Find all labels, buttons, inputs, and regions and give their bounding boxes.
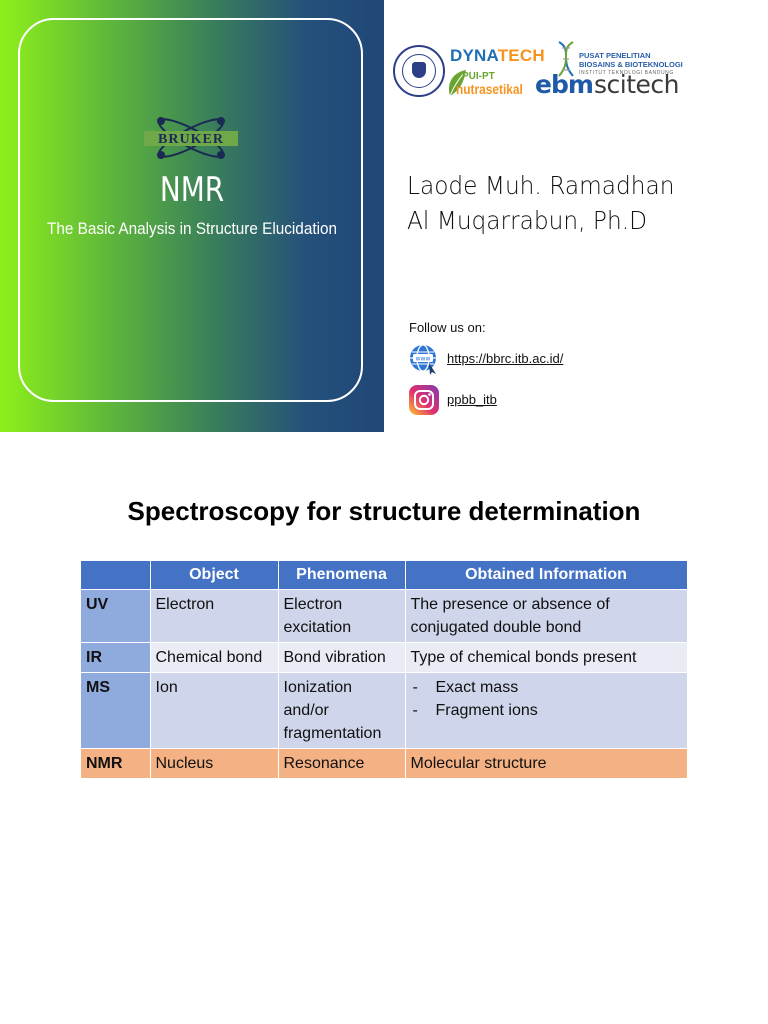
author-line1: Laode Muh. Ramadhan xyxy=(407,171,675,200)
scitech-logo-text: scitech xyxy=(594,70,680,99)
method-cell: NMR xyxy=(81,748,151,778)
ebm-logo-text: ebm xyxy=(535,70,594,99)
object-cell: Ion xyxy=(150,672,279,749)
pusat-line1: PUSAT PENELITIAN xyxy=(579,51,651,60)
web-globe-icon: www xyxy=(410,344,436,375)
table-header-row: Object Phenomena Obtained Information xyxy=(81,561,688,590)
author-line2: Al Muqarrabun, Ph.D xyxy=(407,206,647,235)
sponsor-logos: DYNATECH PUSAT PENELITIAN BIOSAINS & BIO… xyxy=(388,10,706,102)
header-information: Obtained Information xyxy=(405,561,688,590)
phenomena-cell: Ionization and/or fragmentation xyxy=(278,672,406,749)
table-row-uv: UV Electron Electron excitation The pres… xyxy=(81,589,688,643)
author-name: Laode Muh. Ramadhan Al Muqarrabun, Ph.D xyxy=(407,168,695,238)
pusat-penelitian-logo: PUSAT PENELITIAN BIOSAINS & BIOTEKNOLOGI… xyxy=(579,51,683,78)
itb-seal-logo xyxy=(393,45,445,97)
panel-frame xyxy=(18,18,363,402)
pusat-line2: BIOSAINS & BIOTEKNOLOGI xyxy=(579,59,683,69)
method-cell: IR xyxy=(81,642,151,673)
website-row: www https://bbrc.itb.ac.id/ xyxy=(408,343,608,375)
info-cell: Type of chemical bonds present xyxy=(405,642,688,673)
section-heading: Spectroscopy for structure determination xyxy=(127,496,641,526)
leaf-icon xyxy=(448,70,466,97)
pui-pt-label: PUI-PT xyxy=(462,71,495,82)
object-cell: Nucleus xyxy=(150,748,279,778)
info-cell: Molecular structure xyxy=(405,748,688,778)
instagram-icon xyxy=(409,385,439,415)
bruker-logo: BRUKER xyxy=(144,117,238,159)
website-link[interactable]: https://bbrc.itb.ac.id/ xyxy=(447,351,564,366)
info-list-item: Exact mass xyxy=(411,676,682,699)
svg-text:www: www xyxy=(416,356,431,363)
info-cell: Exact mass Fragment ions xyxy=(405,672,688,749)
slide-title: NMR xyxy=(159,170,225,210)
header-phenomena: Phenomena xyxy=(278,561,406,590)
header-method xyxy=(81,561,151,590)
table-row-nmr: NMR Nucleus Resonance Molecular structur… xyxy=(81,748,688,778)
title-panel: BRUKER NMR The Basic Analysis in Structu… xyxy=(0,0,384,432)
spectroscopy-table: Object Phenomena Obtained Information UV… xyxy=(81,561,688,778)
phenomena-cell: Resonance xyxy=(278,748,406,778)
header-object: Object xyxy=(150,561,279,590)
follow-label: Follow us on: xyxy=(409,320,486,335)
dynatech-logo: DYNATECH xyxy=(450,46,545,66)
dna-icon xyxy=(558,41,574,77)
table-row-ms: MS Ion Ionization and/or fragmentation E… xyxy=(81,672,688,749)
instagram-link[interactable]: ppbb_itb xyxy=(447,392,497,407)
pusat-line3: INSTITUT TEKNOLOGI BANDUNG xyxy=(579,70,674,76)
method-cell: UV xyxy=(81,589,151,643)
bruker-logo-text: BRUKER xyxy=(158,132,224,147)
phenomena-cell: Bond vibration xyxy=(278,642,406,673)
info-cell: The presence or absence of conjugated do… xyxy=(405,589,688,643)
dynatech-accent-text: TECH xyxy=(497,46,545,65)
table-row-ir: IR Chemical bond Bond vibration Type of … xyxy=(81,642,688,673)
info-list: Exact mass Fragment ions xyxy=(411,676,682,722)
dynatech-main-text: DYNA xyxy=(450,46,498,65)
method-cell: MS xyxy=(81,672,151,749)
instagram-row: ppbb_itb xyxy=(408,384,608,416)
info-list-item: Fragment ions xyxy=(411,699,682,722)
slide-subtitle: The Basic Analysis in Structure Elucidat… xyxy=(47,219,337,238)
object-cell: Chemical bond xyxy=(150,642,279,673)
nutrasetikal-label: nutrasetikal xyxy=(456,81,523,97)
phenomena-cell: Electron excitation xyxy=(278,589,406,643)
object-cell: Electron xyxy=(150,589,279,643)
